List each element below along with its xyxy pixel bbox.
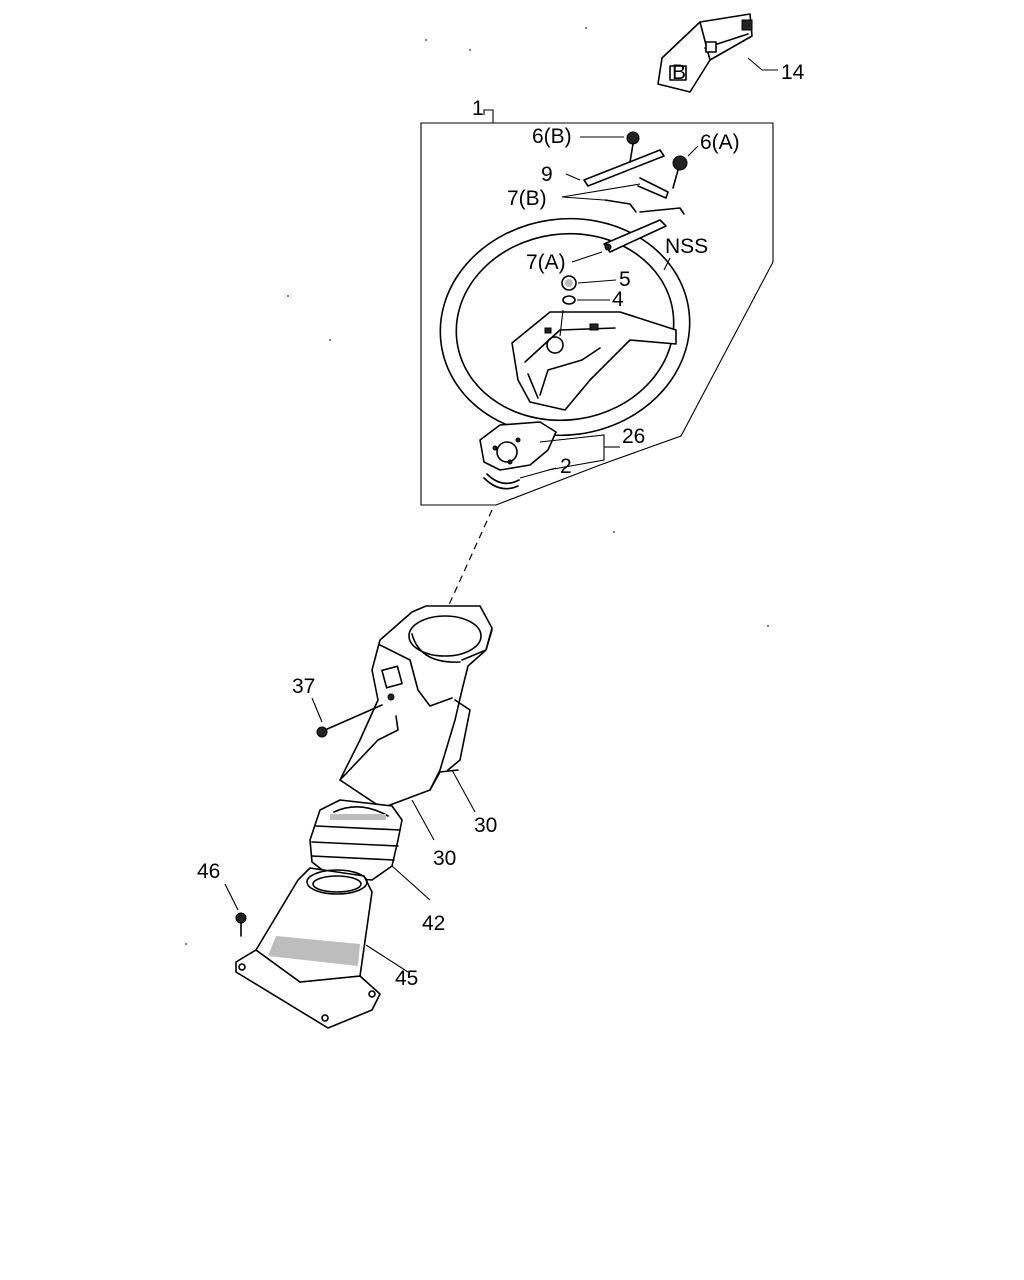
- clips-7a: [571, 207, 685, 263]
- column-cover-30: [339, 605, 493, 809]
- part-14-emblem-bracket: B: [657, 13, 778, 93]
- ring-2: [483, 467, 557, 490]
- callout-1: 1: [472, 97, 484, 120]
- callout-6a: 6(A): [700, 131, 740, 154]
- callout-7a: 7(A): [526, 251, 566, 274]
- screw-6b: [580, 131, 640, 163]
- washer-4: [562, 295, 610, 305]
- callout-7b: 7(B): [507, 187, 547, 210]
- horn-contact-plate-9: [565, 149, 665, 187]
- steering-wheel: [439, 217, 691, 437]
- callout-5: 5: [619, 268, 631, 291]
- callout-26: 26: [622, 425, 645, 448]
- screw-46: [224, 883, 247, 937]
- decal-b-icon: [669, 65, 687, 81]
- boot-42: [309, 799, 403, 881]
- callout-45: 45: [395, 967, 418, 990]
- screw-6a: [672, 145, 699, 189]
- callout-46: 46: [197, 860, 220, 883]
- callout-4: 4: [612, 288, 624, 311]
- callout-42: 42: [422, 912, 445, 935]
- callout-2: 2: [560, 455, 572, 478]
- screw-37: [311, 697, 383, 738]
- callout-14: 14: [781, 61, 805, 84]
- nut-5: [561, 275, 617, 291]
- decal-letter: B: [672, 61, 686, 84]
- callout-30-inner: 30: [433, 847, 456, 870]
- lower-cover-45: [235, 867, 381, 1029]
- scan-specks: [185, 27, 769, 945]
- callout-nss: NSS: [665, 235, 708, 258]
- callout-9: 9: [541, 163, 553, 186]
- callout-30-outer: 30: [474, 814, 497, 837]
- callout-6b: 6(B): [532, 125, 572, 148]
- clips-7b: [561, 177, 669, 213]
- callout-37: 37: [292, 675, 315, 698]
- cancel-cam-26: [479, 421, 620, 471]
- assembly-1-boundary: [420, 122, 774, 506]
